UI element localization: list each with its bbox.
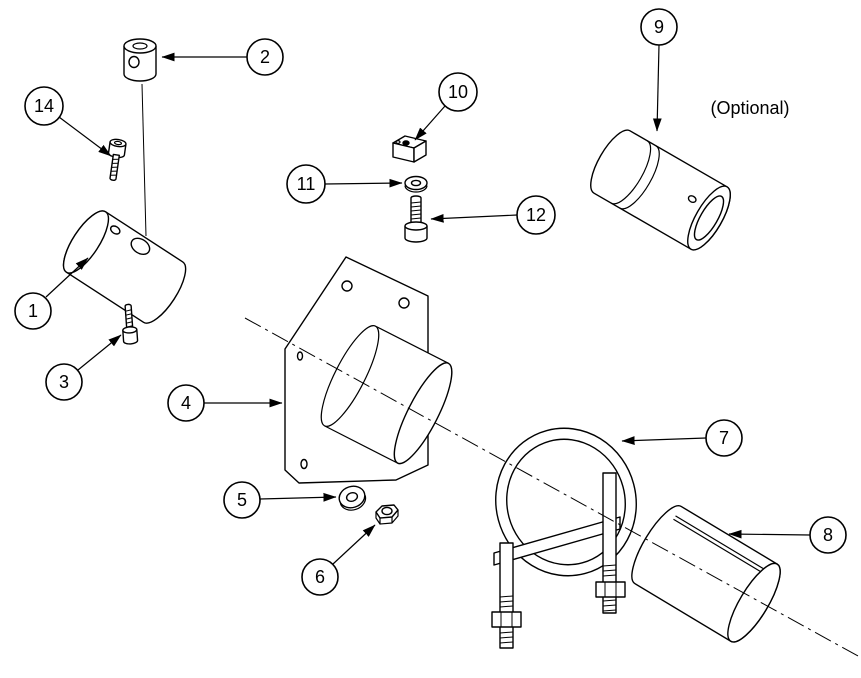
part-2-bushing xyxy=(123,38,157,237)
leader-callout-5 xyxy=(259,492,337,502)
callout-4-circle xyxy=(167,384,205,422)
leader-callout-8 xyxy=(728,529,811,539)
callout-11: 11 xyxy=(286,164,326,204)
leader-callout-12 xyxy=(430,214,518,223)
leader-callout-7 xyxy=(621,436,707,445)
callout-8-circle xyxy=(809,516,847,554)
part-3-screw xyxy=(122,303,139,345)
part-4-flange xyxy=(284,256,453,484)
leader-callout-9 xyxy=(652,44,662,132)
part-10-block xyxy=(392,135,427,163)
part-1-cylinder xyxy=(62,210,187,324)
part-2-axis-line xyxy=(141,83,147,237)
callout-14: 14 xyxy=(24,86,64,126)
callout-12-label: 12 xyxy=(526,205,546,225)
optional-label: (Optional) xyxy=(710,98,789,118)
callout-1-circle xyxy=(14,292,52,330)
callout-2-circle xyxy=(246,38,284,76)
part-5-washer xyxy=(338,485,367,511)
callout-1-label: 1 xyxy=(28,301,38,321)
part-14-screw xyxy=(107,138,127,181)
leader-callout-6 xyxy=(332,524,376,565)
callout-12: 12 xyxy=(516,195,556,235)
callout-5-circle xyxy=(223,481,261,519)
part-12-screw xyxy=(404,195,428,243)
part-8-cylinder xyxy=(631,505,781,643)
leader-callout-14 xyxy=(58,116,112,157)
clamp-right-nut xyxy=(595,581,626,598)
axis-centerline xyxy=(244,317,859,657)
callout-4-label: 4 xyxy=(181,393,191,413)
callout-7-circle xyxy=(705,419,743,457)
callout-9: 9 xyxy=(640,8,678,46)
callout-4: 4 xyxy=(167,384,205,422)
part-4-tube xyxy=(320,325,453,465)
clamp-right-leg xyxy=(595,472,626,614)
part-6-nut xyxy=(375,504,399,525)
callout-6-circle xyxy=(301,558,339,596)
callout-11-label: 11 xyxy=(297,174,316,194)
callout-9-circle xyxy=(640,8,678,46)
callout-8: 8 xyxy=(809,516,847,554)
callout-10-label: 10 xyxy=(448,82,468,102)
leader-callout-10 xyxy=(414,105,446,141)
clamp-left-nut xyxy=(491,611,522,628)
clamp-saddle-bar xyxy=(493,516,621,566)
part-9-optional-sleeve xyxy=(590,129,731,251)
callout-7: 7 xyxy=(705,419,743,457)
callout-7-label: 7 xyxy=(719,428,729,448)
clamp-left-leg xyxy=(491,542,522,649)
callout-6-label: 6 xyxy=(315,567,325,587)
callout-10-circle xyxy=(438,72,478,112)
callout-2: 2 xyxy=(246,38,284,76)
callout-6: 6 xyxy=(301,558,339,596)
leader-callout-3 xyxy=(77,334,122,371)
callout-3: 3 xyxy=(45,363,83,401)
leader-callout-1 xyxy=(45,257,89,298)
part-11-washer xyxy=(404,175,428,193)
callout-14-circle xyxy=(24,86,64,126)
callout-14-label: 14 xyxy=(34,96,54,116)
callout-1: 1 xyxy=(14,292,52,330)
callout-11-circle xyxy=(286,164,326,204)
callout-9-label: 9 xyxy=(654,17,664,37)
callout-5: 5 xyxy=(223,481,261,519)
leader-callout-11 xyxy=(324,178,403,188)
callout-3-label: 3 xyxy=(59,372,69,392)
callout-8-label: 8 xyxy=(823,525,833,545)
callout-5-label: 5 xyxy=(237,490,247,510)
callout-10: 10 xyxy=(438,72,478,112)
callout-12-circle xyxy=(516,195,556,235)
callout-2-label: 2 xyxy=(260,47,270,67)
part-7-u-bolt-clamp xyxy=(491,427,637,649)
callout-3-circle xyxy=(45,363,83,401)
